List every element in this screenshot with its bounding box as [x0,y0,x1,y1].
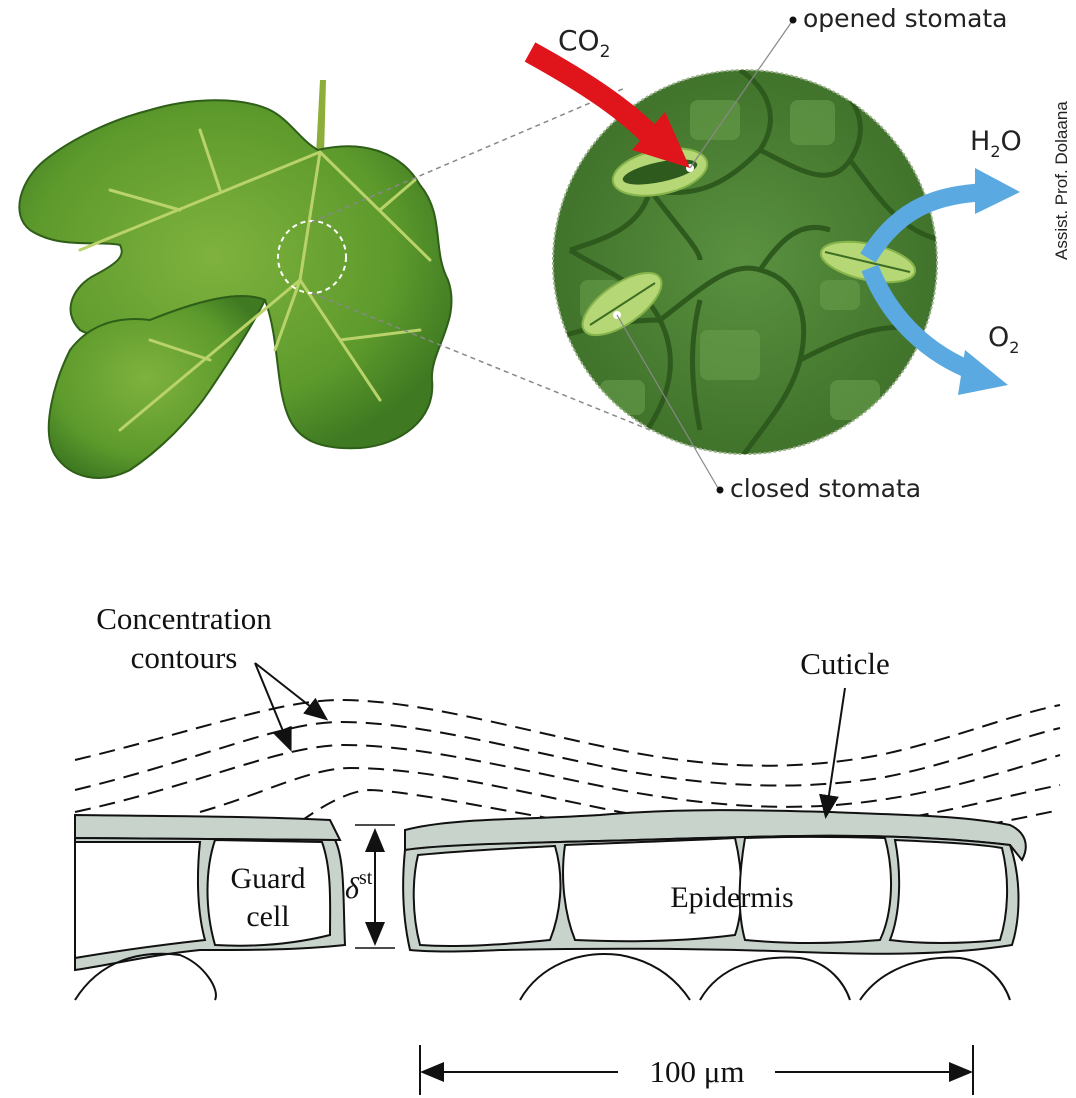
delta-label: δst [345,867,373,905]
cell-label: cell [246,900,289,933]
closed-leader-dot [717,487,724,494]
epidermis-cell-1 [414,846,561,946]
lower-cells-right [520,954,1010,1000]
opened-stomata-label: opened stomata [803,4,1008,33]
opened-leader-dot [790,17,797,24]
guard-cell-left-interior [75,842,205,958]
cuticle-layer [75,815,340,840]
cuticle-pointer [826,688,845,815]
scale-label: 100 μm [650,1054,745,1089]
o2-label: O2 [988,322,1019,357]
fig-leaf [19,80,451,478]
stomata-zoom-circle [550,70,940,460]
cuticle-label: Cuticle [800,646,890,681]
guard-label: Guard [231,862,306,895]
epidermis-label: Epidermis [670,881,793,914]
epidermis-cell-4 [890,840,1007,943]
h2o-label: H2O [970,126,1022,161]
concentration-label: Concentration [96,601,272,636]
leaf-stem [316,80,326,155]
contours-label: contours [131,640,238,675]
fig-cross-section: Concentration contours Guard cell δst [75,601,1060,1095]
closed-stomata-label: closed stomata [730,474,921,503]
co2-label: CO2 [558,24,610,62]
